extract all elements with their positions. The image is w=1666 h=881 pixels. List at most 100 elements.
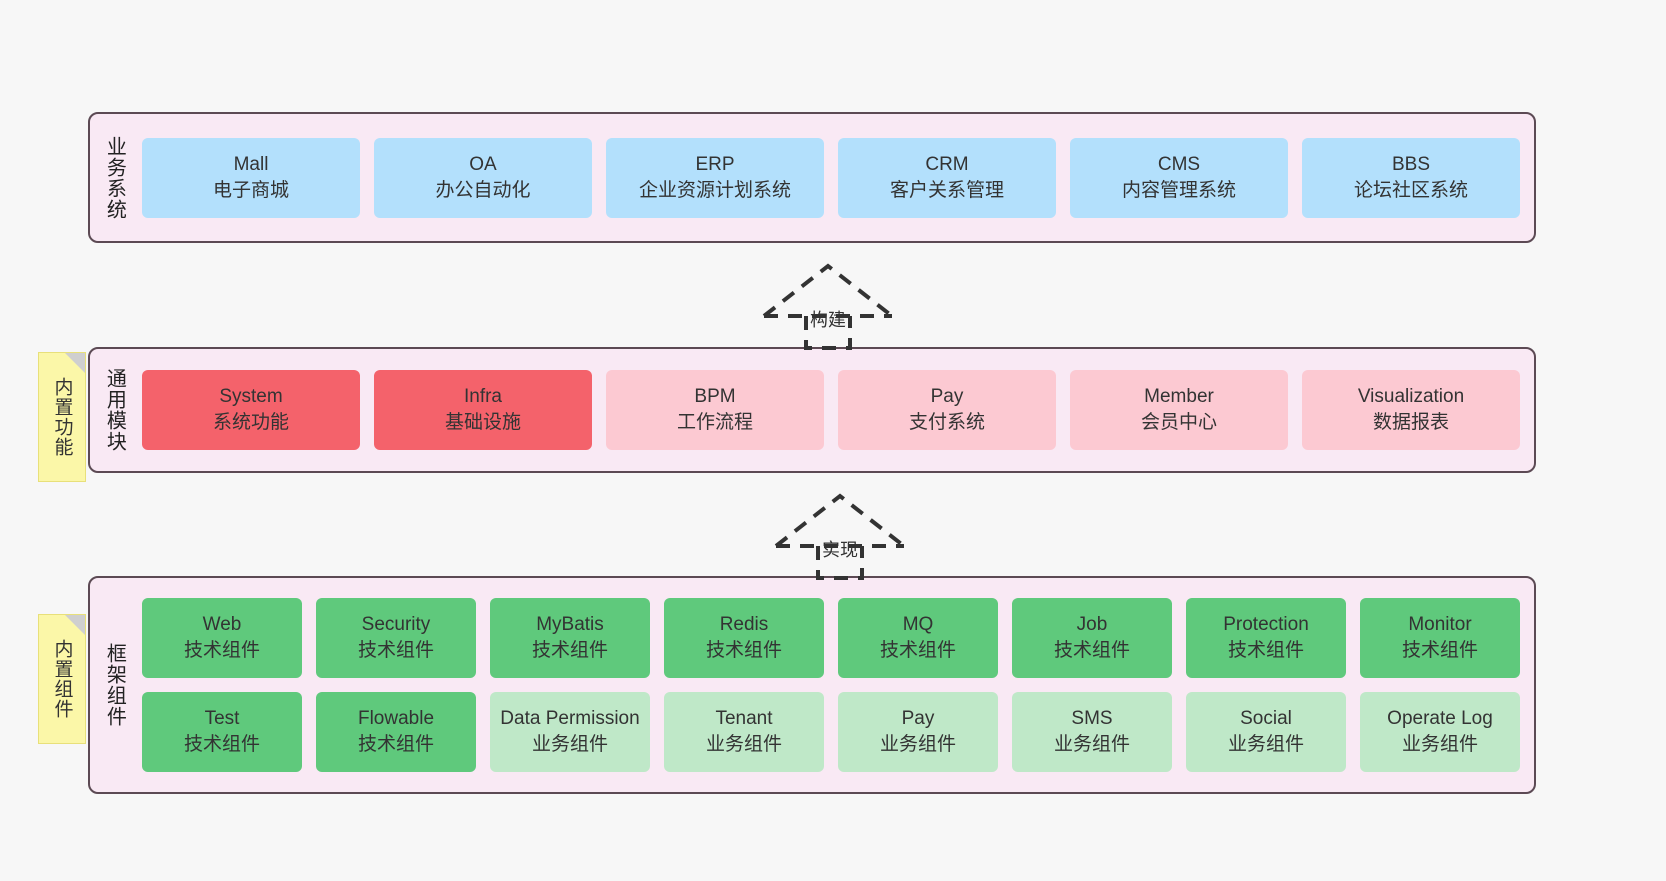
note-builtin-component: 内置组件 <box>38 614 86 744</box>
node-mall[interactable]: Mall 电子商城 <box>142 137 360 218</box>
node-sms[interactable]: SMS 业务组件 <box>1012 692 1172 772</box>
node-protection[interactable]: Protection 技术组件 <box>1186 598 1346 678</box>
node-operate-log-en: Operate Log <box>1387 708 1493 730</box>
node-member-cn: 会员中心 <box>1140 412 1217 433</box>
node-data-permission[interactable]: Data Permission 业务组件 <box>490 692 650 772</box>
node-pay-module-cn: 支付系统 <box>908 412 985 433</box>
connector-implement: 实现 <box>772 492 908 580</box>
node-crm-cn: 客户关系管理 <box>889 179 1004 201</box>
node-social-cn: 业务组件 <box>1227 734 1304 755</box>
node-erp-en: ERP <box>695 153 735 175</box>
node-tenant-cn: 业务组件 <box>705 734 782 755</box>
node-mybatis-en: MyBatis <box>536 614 604 636</box>
node-oa-cn: 办公自动化 <box>435 179 531 201</box>
connector-stem <box>804 316 852 350</box>
node-protection-en: Protection <box>1223 614 1309 636</box>
node-member-en: Member <box>1144 386 1214 408</box>
node-tenant-en: Tenant <box>715 708 773 730</box>
node-operate-log-cn: 业务组件 <box>1401 734 1478 755</box>
connector-build-label: 构建 <box>810 310 846 330</box>
node-erp[interactable]: ERP 企业资源计划系统 <box>606 137 824 218</box>
node-oa[interactable]: OA 办公自动化 <box>374 137 592 218</box>
node-sms-en: SMS <box>1071 708 1113 730</box>
node-infra-en: Infra <box>463 386 503 408</box>
note-builtin-component-text: 内置组件 <box>51 639 73 719</box>
node-mq-cn: 技术组件 <box>879 640 956 661</box>
node-oa-en: OA <box>469 153 497 175</box>
node-redis-cn: 技术组件 <box>705 640 782 661</box>
node-bpm[interactable]: BPM 工作流程 <box>606 370 824 450</box>
note-builtin-function-text: 内置功能 <box>51 377 73 457</box>
node-monitor-cn: 技术组件 <box>1401 640 1478 661</box>
node-tenant[interactable]: Tenant 业务组件 <box>664 692 824 772</box>
node-job-cn: 技术组件 <box>1053 640 1130 661</box>
node-infra-cn: 基础设施 <box>444 412 521 433</box>
node-mybatis[interactable]: MyBatis 技术组件 <box>490 598 650 678</box>
connector-implement-label: 实现 <box>822 540 858 560</box>
node-pay-component-en: Pay <box>901 708 935 730</box>
node-bbs[interactable]: BBS 论坛社区系统 <box>1302 137 1520 218</box>
node-flowable-cn: 技术组件 <box>357 734 434 755</box>
node-test-cn: 技术组件 <box>183 734 260 755</box>
node-social[interactable]: Social 业务组件 <box>1186 692 1346 772</box>
node-crm[interactable]: CRM 客户关系管理 <box>838 137 1056 218</box>
node-protection-cn: 技术组件 <box>1227 640 1304 661</box>
node-pay-component-cn: 业务组件 <box>879 734 956 755</box>
node-security[interactable]: Security 技术组件 <box>316 598 476 678</box>
layer-framework-component-title: 框架组件 <box>103 643 126 727</box>
layer-business-system[interactable]: 业务系统 Mall 电子商城 OA 办公自动化 ERP 企业资源计划系统 CRM… <box>88 112 1536 243</box>
note-builtin-function: 内置功能 <box>38 352 86 482</box>
node-flowable-en: Flowable <box>357 708 435 730</box>
connector-build: 构建 <box>760 262 896 350</box>
node-cms-en: CMS <box>1157 153 1201 175</box>
layer-common-module[interactable]: 通用模块 System 系统功能 Infra 基础设施 BPM 工作流程 Pay… <box>88 347 1536 473</box>
node-bbs-cn: 论坛社区系统 <box>1353 179 1468 201</box>
node-visualization[interactable]: Visualization 数据报表 <box>1302 370 1520 450</box>
node-security-en: Security <box>361 614 431 636</box>
node-monitor-en: Monitor <box>1408 614 1472 636</box>
node-mall-cn: 电子商城 <box>212 179 289 201</box>
node-test[interactable]: Test 技术组件 <box>142 692 302 772</box>
node-pay-module[interactable]: Pay 支付系统 <box>838 370 1056 450</box>
layer-framework-component[interactable]: 框架组件 Web 技术组件 Security 技术组件 MyBatis 技术组件… <box>88 576 1536 794</box>
node-web-en: Web <box>202 614 242 636</box>
node-erp-cn: 企业资源计划系统 <box>638 179 791 201</box>
node-bpm-cn: 工作流程 <box>676 412 753 433</box>
connector-stem <box>816 546 864 580</box>
node-pay-component[interactable]: Pay 业务组件 <box>838 692 998 772</box>
generalization-arrowhead-icon <box>774 493 906 548</box>
node-infra[interactable]: Infra 基础设施 <box>374 370 592 450</box>
node-job[interactable]: Job 技术组件 <box>1012 598 1172 678</box>
node-cms[interactable]: CMS 内容管理系统 <box>1070 137 1288 218</box>
node-job-en: Job <box>1076 614 1108 636</box>
note-fold-corner-icon <box>65 615 85 635</box>
layer-framework-component-body: Web 技术组件 Security 技术组件 MyBatis 技术组件 Redi… <box>138 578 1534 792</box>
node-monitor[interactable]: Monitor 技术组件 <box>1360 598 1520 678</box>
layer-common-module-title: 通用模块 <box>103 368 126 452</box>
node-mq-en: MQ <box>902 614 934 636</box>
generalization-arrowhead-icon <box>762 263 894 318</box>
node-security-cn: 技术组件 <box>357 640 434 661</box>
node-bpm-en: BPM <box>694 386 736 408</box>
node-redis-en: Redis <box>719 614 769 636</box>
node-visualization-cn: 数据报表 <box>1372 412 1449 433</box>
layer-business-system-title: 业务系统 <box>103 135 126 220</box>
node-system[interactable]: System 系统功能 <box>142 370 360 450</box>
node-test-en: Test <box>204 708 240 730</box>
node-mq[interactable]: MQ 技术组件 <box>838 598 998 678</box>
node-system-en: System <box>219 386 283 408</box>
node-flowable[interactable]: Flowable 技术组件 <box>316 692 476 772</box>
layer-business-system-body: Mall 电子商城 OA 办公自动化 ERP 企业资源计划系统 CRM 客户关系… <box>138 114 1534 241</box>
node-redis[interactable]: Redis 技术组件 <box>664 598 824 678</box>
node-web[interactable]: Web 技术组件 <box>142 598 302 678</box>
node-cms-cn: 内容管理系统 <box>1121 179 1236 201</box>
node-member[interactable]: Member 会员中心 <box>1070 370 1288 450</box>
framework-tech-row: Web 技术组件 Security 技术组件 MyBatis 技术组件 Redi… <box>142 598 1520 678</box>
note-fold-corner-icon <box>65 353 85 373</box>
node-mall-en: Mall <box>233 153 269 175</box>
node-data-permission-en: Data Permission <box>500 708 640 730</box>
node-pay-module-en: Pay <box>930 386 964 408</box>
node-operate-log[interactable]: Operate Log 业务组件 <box>1360 692 1520 772</box>
node-sms-cn: 业务组件 <box>1053 734 1130 755</box>
node-mybatis-cn: 技术组件 <box>531 640 608 661</box>
